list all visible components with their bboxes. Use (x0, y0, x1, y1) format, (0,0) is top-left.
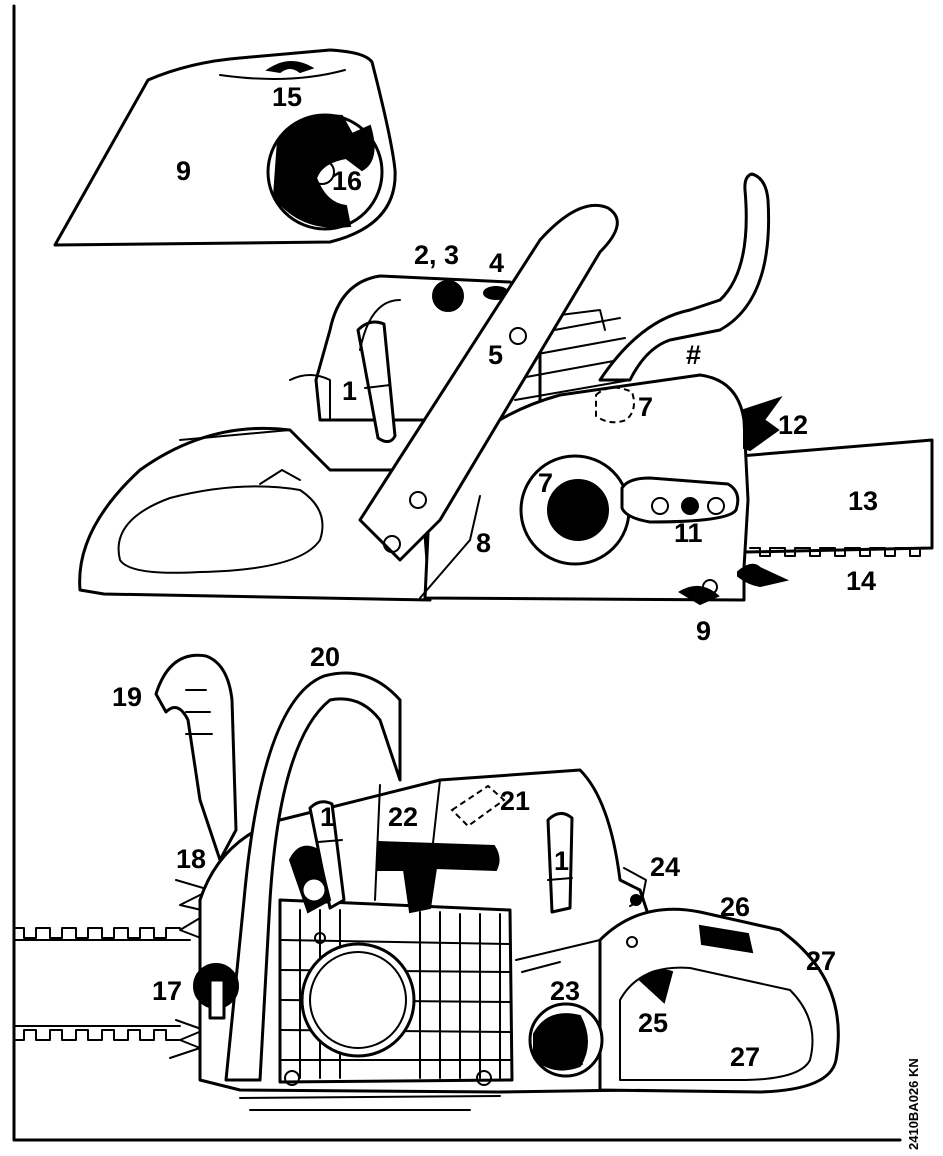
callout-13: 14 (846, 566, 876, 596)
callout-1-right: 1 (554, 846, 569, 876)
callout-7: 7 (538, 468, 553, 498)
front-hand-guard (598, 172, 771, 382)
callout-27: 27 (730, 1042, 760, 1072)
throttle-trigger-lower (308, 800, 346, 910)
chain-sprocket (547, 479, 609, 541)
callout-10: 11 (674, 518, 703, 548)
callout-4: 4 (489, 248, 504, 278)
throttle-trigger-right (546, 812, 574, 914)
figure-frame (12, 4, 902, 1142)
callout-23: 24 (650, 852, 680, 882)
callout-21: 22 (388, 802, 418, 832)
handle-bar-lower (224, 671, 402, 1082)
saw-left-side-view (13, 653, 840, 1111)
rear-handle-body (598, 907, 840, 1094)
callout-20: 21 (500, 786, 530, 816)
callout-12: 13 (848, 486, 878, 516)
drawing-code: 2410BA026 KN (906, 1058, 921, 1150)
cover-nut (266, 113, 384, 231)
front-handle (358, 203, 619, 562)
callout-1-top: 1 (342, 376, 357, 406)
callout-22: 23 (550, 976, 580, 1006)
saw-chain (749, 547, 933, 557)
chain-brake-shield (743, 396, 783, 452)
callout-15: 16 (332, 166, 362, 196)
choke-stop-lever (432, 280, 464, 312)
callout-9-body: 9 (696, 616, 711, 646)
callout-2-3: 2, 3 (414, 240, 459, 270)
callout-19: 20 (310, 642, 340, 672)
fan-housing (278, 898, 514, 1084)
callout-hash: # (686, 340, 701, 370)
callout-9-cover: 9 (176, 156, 191, 186)
callout-11: 12 (778, 410, 808, 440)
callout-24: 25 (638, 1008, 668, 1038)
oil-filler-cap (533, 1013, 588, 1071)
throttle-trigger (356, 320, 397, 443)
guide-bar-lower (13, 939, 191, 1027)
callout-1-left: 1 (320, 802, 335, 832)
rear-hand-guard (698, 924, 754, 954)
throttle-lockout (638, 969, 674, 1004)
callout-14: 15 (272, 82, 302, 112)
callout-18: 19 (112, 682, 142, 712)
callout-labels: 9 15 16 2, 3 4 5 # 1 7 12 7 13 11 8 14 9… (112, 82, 878, 1072)
chain-tensioner-screw (681, 497, 699, 515)
cover-nut-slot (265, 61, 315, 74)
starter-grip (377, 840, 500, 914)
callout-25: 26 (720, 892, 750, 922)
rear-handle-lower (154, 653, 238, 862)
callout-17: 18 (176, 844, 206, 874)
filler-cap-outline (450, 784, 506, 828)
callout-6: 7 (638, 392, 653, 422)
saw-right-side-view (78, 172, 934, 606)
callout-16: 17 (152, 976, 182, 1006)
chain-sprocket-cover-nut (678, 585, 720, 606)
sprocket-cover-detail (53, 48, 397, 247)
callout-8: 8 (476, 528, 491, 558)
callout-5: 5 (488, 340, 503, 370)
chain-catcher (737, 563, 790, 588)
callout-26: 27 (806, 946, 836, 976)
